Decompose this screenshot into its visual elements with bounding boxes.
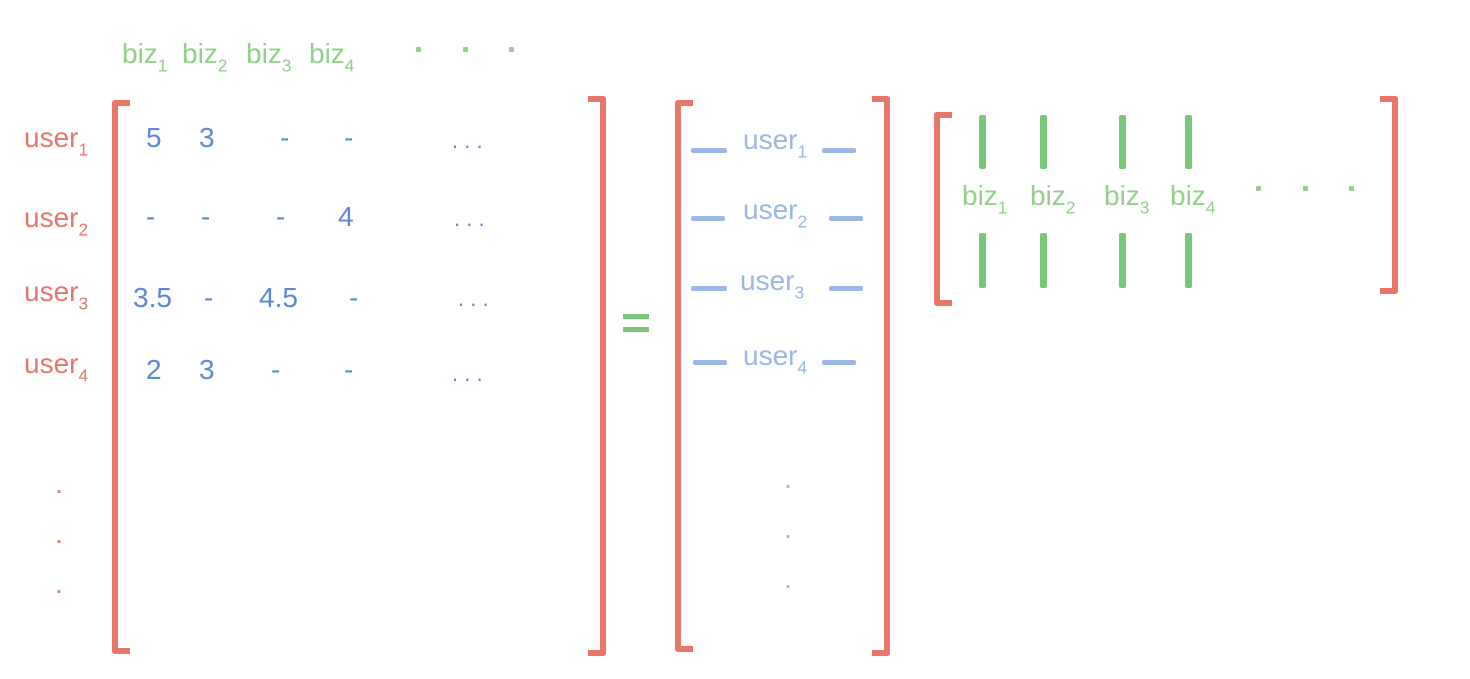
biz-matrix-ellipsis-dot — [1349, 186, 1354, 191]
row-ellipsis: . . . — [458, 286, 489, 311]
user-vector-left-dash — [691, 216, 725, 221]
user-matrix-ellipsis-dot: . — [784, 513, 792, 544]
user-vector-right-dash — [829, 216, 863, 221]
row-ellipsis: . . . — [452, 361, 483, 386]
user-vector-label-2: user2 — [743, 194, 808, 232]
user-vector-right-dash — [822, 360, 856, 365]
col-header-biz-4: biz4 — [309, 38, 355, 76]
biz-vector-top-bar — [1185, 115, 1192, 169]
rating-cell: 5 — [146, 122, 162, 153]
biz-vector-bottom-bar — [1040, 233, 1047, 288]
rating-cell: - — [344, 354, 354, 385]
rating-cell: 4.5 — [259, 282, 298, 313]
row-header-user-3: user3 — [24, 276, 89, 314]
col-header-biz-3: biz3 — [246, 38, 292, 76]
rating-cell: - — [271, 354, 281, 385]
biz-vector-top-bar — [1119, 115, 1126, 169]
user-matrix-ellipsis-dot: . — [784, 563, 792, 594]
biz-vector-label-4: biz4 — [1170, 180, 1216, 218]
user-matrix-ellipsis-dot: . — [784, 463, 792, 494]
row-ellipsis: . . . — [452, 128, 483, 153]
rating-cell: - — [201, 201, 211, 232]
row-header-ellipsis-dot: . — [55, 468, 63, 499]
biz-vector-bottom-bar — [1119, 233, 1126, 288]
biz-matrix-ellipsis-dot — [1256, 186, 1261, 191]
user-vector-left-dash — [691, 148, 727, 153]
rating-cell: - — [146, 201, 156, 232]
user-vector-right-dash — [822, 148, 856, 153]
biz-vector-label-2: biz2 — [1030, 180, 1076, 218]
rating-cell: - — [280, 122, 290, 153]
rating-cell: 2 — [146, 354, 162, 385]
equals-bar-bottom — [623, 327, 649, 332]
rating-cell: 3.5 — [133, 282, 172, 313]
rating-cell: - — [349, 282, 359, 313]
col-header-ellipsis-dot — [416, 47, 421, 52]
rating-cell: - — [344, 122, 354, 153]
user-vector-left-dash — [693, 360, 727, 365]
rating-matrix-right-bracket — [588, 96, 606, 656]
rating-cell: 3 — [199, 354, 215, 385]
user-vector-right-dash — [829, 286, 863, 291]
col-header-ellipsis-dot — [509, 47, 514, 52]
row-header-ellipsis-dot: . — [55, 518, 63, 549]
user-vector-label-1: user1 — [743, 124, 808, 162]
col-header-biz-1: biz1 — [122, 38, 168, 76]
biz-matrix-right-bracket — [1380, 96, 1398, 294]
row-header-ellipsis-dot: . — [55, 568, 63, 599]
biz-matrix-left-bracket — [934, 112, 952, 306]
row-header-user-2: user2 — [24, 202, 89, 240]
biz-vector-label-3: biz3 — [1104, 180, 1150, 218]
rating-matrix-left-bracket — [112, 100, 130, 654]
biz-vector-bottom-bar — [1185, 233, 1192, 288]
row-ellipsis: . . . — [454, 206, 485, 231]
user-matrix-right-bracket — [872, 96, 890, 656]
rating-cell: 3 — [199, 122, 215, 153]
user-vector-label-4: user4 — [743, 340, 808, 378]
user-vector-label-3: user3 — [740, 265, 805, 303]
col-header-biz-2: biz2 — [182, 38, 228, 76]
row-header-user-4: user4 — [24, 348, 89, 386]
rating-cell: - — [276, 201, 286, 232]
biz-vector-top-bar — [979, 115, 986, 169]
equals-bar-top — [623, 314, 649, 319]
user-vector-left-dash — [691, 286, 727, 291]
row-header-user-1: user1 — [24, 122, 89, 160]
biz-vector-top-bar — [1040, 115, 1047, 169]
biz-vector-label-1: biz1 — [962, 180, 1008, 218]
biz-vector-bottom-bar — [979, 233, 986, 288]
col-header-ellipsis-dot — [463, 47, 468, 52]
rating-cell: 4 — [338, 201, 354, 232]
biz-matrix-ellipsis-dot — [1303, 186, 1308, 191]
user-matrix-left-bracket — [675, 100, 693, 652]
rating-cell: - — [204, 282, 214, 313]
